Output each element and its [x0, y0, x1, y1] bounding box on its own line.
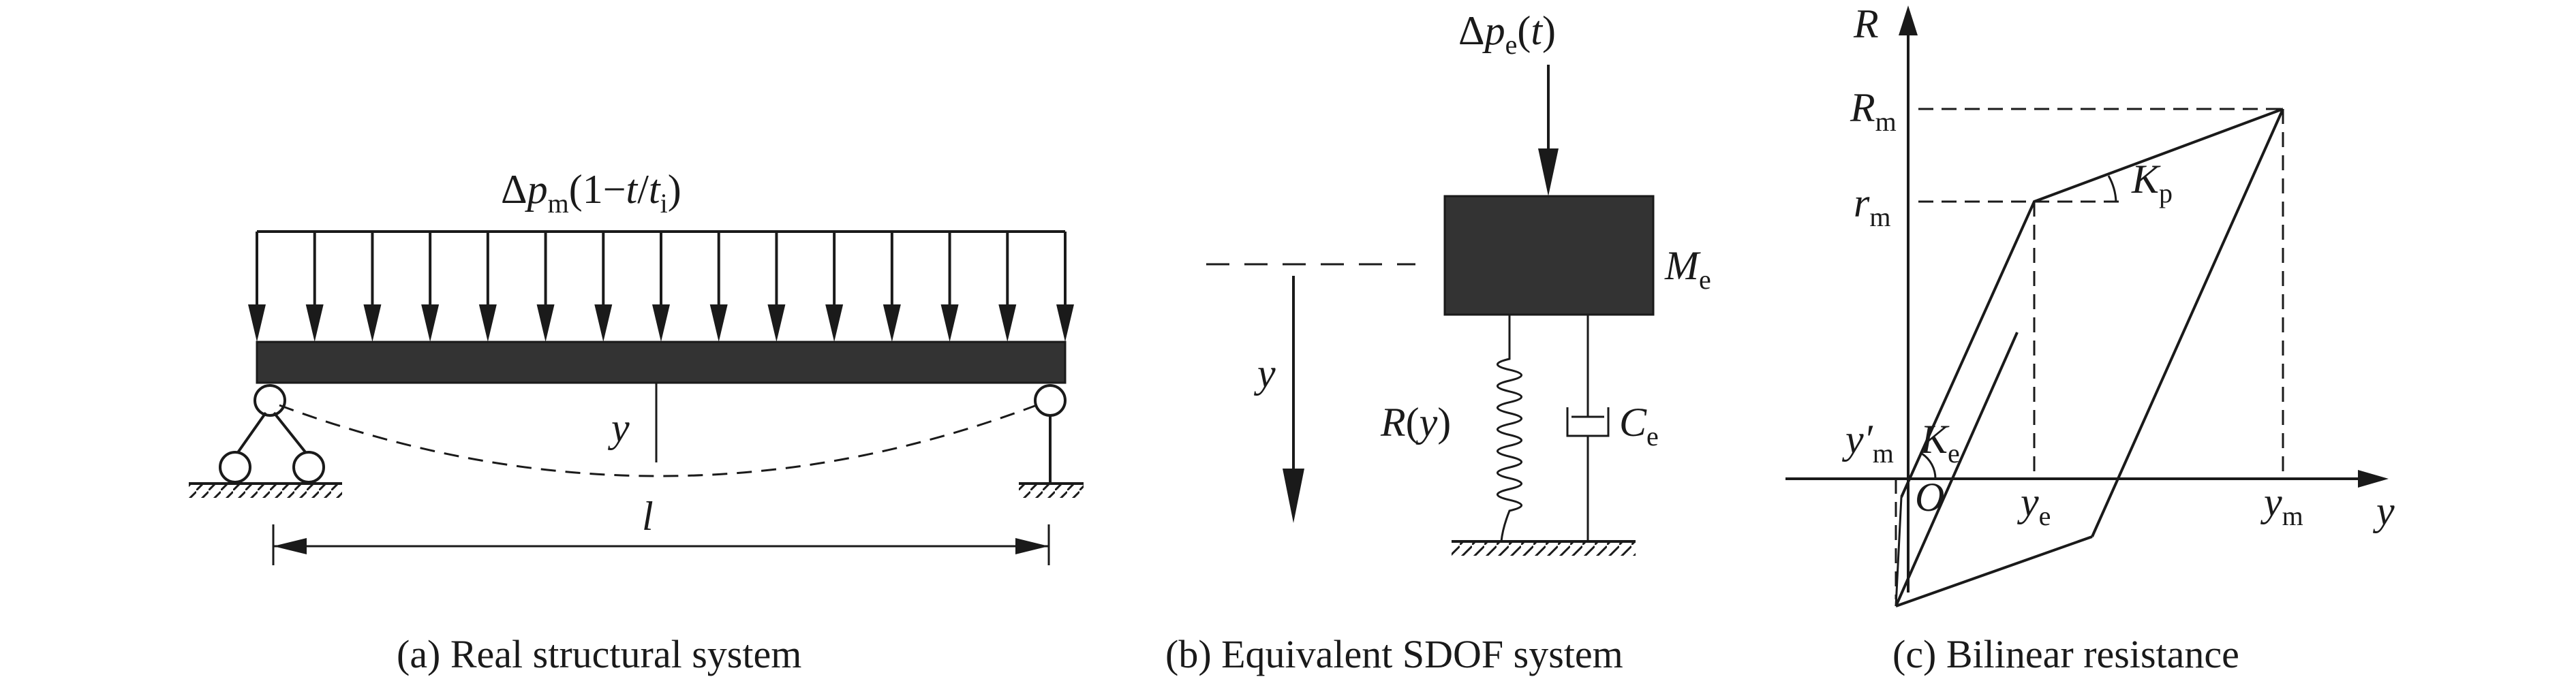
right-support: [1019, 384, 1084, 498]
y-axis-label: y: [2372, 488, 2395, 533]
load-arrow-head: [998, 304, 1017, 342]
ym-prime-label: y′m: [1841, 417, 1894, 469]
panel-b: Δpe(t) Me y R(y) Ce: [1165, 8, 1711, 676]
load-arrow-head: [478, 304, 497, 342]
sdof-ground: [1452, 540, 1636, 556]
damper: [1566, 315, 1610, 541]
load-arrows: [248, 232, 1074, 342]
force-label: Δpe(t): [1458, 8, 1556, 60]
load-arrow-head: [536, 304, 555, 342]
load-arrow-head: [421, 304, 440, 342]
displacement-arrow: [1283, 276, 1304, 523]
ym-label: ym: [2260, 479, 2303, 531]
load-arrow-head: [883, 304, 901, 342]
r-axis-label: R: [1853, 1, 1879, 46]
load-arrow-head: [305, 304, 324, 342]
mass-label: Me: [1664, 243, 1711, 295]
kp-label: Kp: [2131, 157, 2173, 208]
load-arrow-head: [825, 304, 844, 342]
load-arrow-head: [709, 304, 728, 342]
panel-c: R y Rm rm Kp Ke y′m: [1785, 1, 2395, 676]
panel-a: Δpm(1−t/ti) y: [189, 167, 1084, 676]
mass-block: [1443, 195, 1655, 316]
load-arrow-head: [1056, 304, 1074, 342]
kp-angle-arc: [2107, 175, 2117, 202]
resistance-curve: [1895, 108, 2284, 607]
damper-label: Ce: [1619, 400, 1659, 452]
caption-b: (b) Equivalent SDOF system: [1165, 632, 1623, 676]
deflected-shape: [279, 404, 1037, 477]
displacement-label: y: [1253, 351, 1276, 396]
load-arrow-head: [767, 304, 786, 342]
guide-lines: [1895, 108, 2284, 599]
spring-label: R(y): [1380, 400, 1451, 445]
rm-upper-label: Rm: [1850, 85, 1897, 137]
deflection-label: y: [607, 405, 630, 450]
load-label: Δpm(1−t/ti): [501, 167, 681, 219]
ke-label: Ke: [1920, 417, 1960, 469]
origin-label: O: [1915, 475, 1944, 520]
r-axis: [1899, 5, 1918, 593]
span-label: l: [642, 494, 654, 539]
force-arrow: [1538, 65, 1559, 196]
span-dimension: [272, 524, 1050, 565]
y-axis: [1785, 470, 2389, 488]
spring: [1496, 315, 1523, 542]
ke-angle-arc: [1921, 452, 1937, 479]
load-arrow-head: [594, 304, 613, 342]
load-arrow-head: [363, 304, 382, 342]
ye-label: ye: [2017, 479, 2051, 531]
load-arrow-head: [652, 304, 670, 342]
rm-lower-label: rm: [1854, 180, 1890, 232]
beam: [256, 341, 1067, 384]
caption-c: (c) Bilinear resistance: [1892, 632, 2239, 676]
left-support: [189, 384, 342, 498]
caption-a: (a) Real structural system: [397, 632, 801, 676]
load-arrow-head: [940, 304, 959, 342]
load-arrow-head: [248, 304, 266, 342]
